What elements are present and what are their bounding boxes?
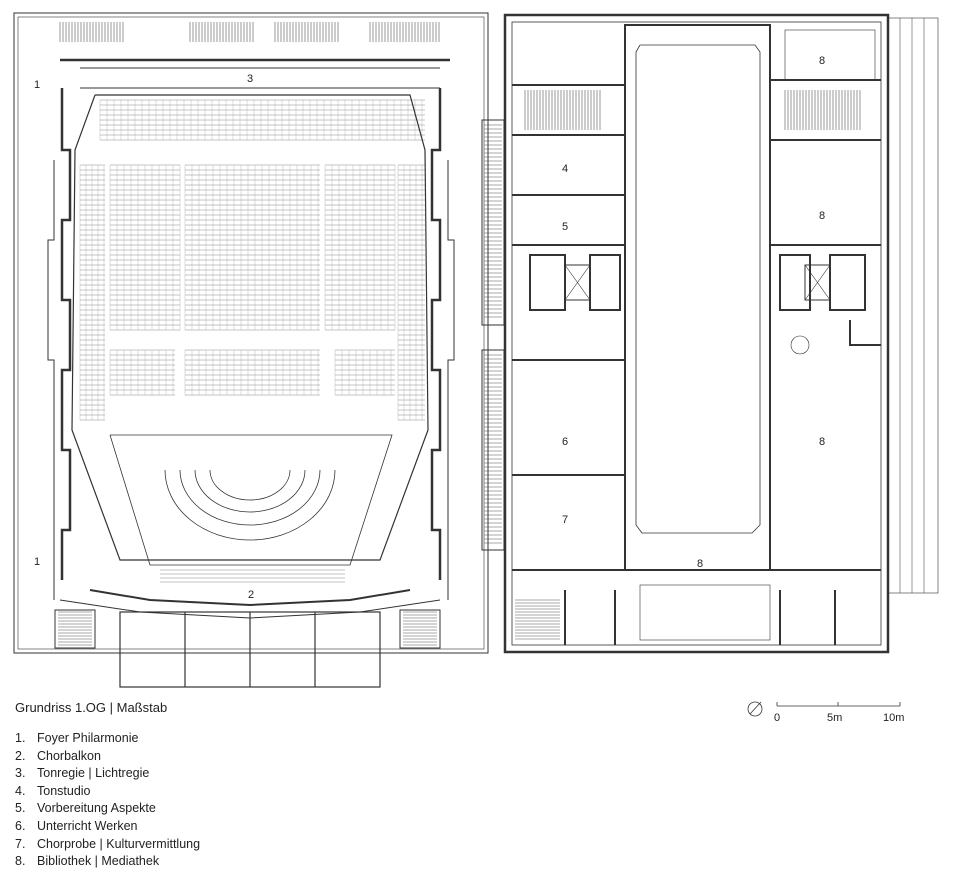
scale-tick-0: 0 xyxy=(774,712,780,724)
legend-label: Vorbereitung Aspekte xyxy=(37,801,156,816)
room-label-1b: 1 xyxy=(34,556,40,568)
legend-label: Tonstudio xyxy=(37,783,91,798)
legend-label: Foyer Philarmonie xyxy=(37,731,139,745)
room-label-8d: 8 xyxy=(697,558,703,570)
legend-item: 3. Tonregie | Lichtregie xyxy=(15,765,200,783)
legend-item: 6. Unterricht Werken xyxy=(15,818,200,836)
legend-number: 3. xyxy=(15,766,26,781)
room-label-5: 5 xyxy=(562,221,568,233)
legend-number: 2. xyxy=(15,748,26,763)
north-arrow-icon xyxy=(747,701,763,717)
legend-label: Chorprobe | Kulturvermittlung xyxy=(37,836,201,851)
legend-item: 1. Foyer Philarmonie xyxy=(15,730,200,748)
legend: 1. Foyer Philarmonie 2. Chorbalkon 3. Tonre… xyxy=(15,730,200,871)
legend-number: 1. xyxy=(15,731,26,745)
legend-number: 6. xyxy=(15,818,26,833)
legend-label: Bibliothek | Mediathek xyxy=(37,854,160,869)
legend-label: Unterricht Werken xyxy=(37,818,138,833)
legend-item: 7. Chorprobe | Kulturvermittlung xyxy=(15,836,200,854)
room-label-8c: 8 xyxy=(819,436,825,448)
legend-number: 4. xyxy=(15,783,26,798)
legend-item: 2. Chorbalkon xyxy=(15,748,200,766)
scale-tick-5m: 5m xyxy=(827,712,842,724)
legend-number: 7. xyxy=(15,836,26,851)
legend-number: 5. xyxy=(15,801,26,816)
room-label-2: 2 xyxy=(248,589,254,601)
legend-item: 4. Tonstudio xyxy=(15,783,200,801)
walls xyxy=(13,12,939,688)
room-labels: 1 1 2 3 4 5 6 7 8 8 8 8 xyxy=(34,55,825,601)
legend-item: 8. Bibliothek | Mediathek xyxy=(15,853,200,871)
legend-label: Chorbalkon xyxy=(37,748,101,763)
stair-hatching xyxy=(58,22,861,646)
room-label-3: 3 xyxy=(247,73,253,85)
room-label-8a: 8 xyxy=(819,55,825,67)
floor-plan: 1 1 2 3 4 5 6 7 8 8 8 8 xyxy=(13,12,939,688)
legend-number: 8. xyxy=(15,854,26,869)
scale-tick-10m: 10m xyxy=(883,712,904,724)
scale-line xyxy=(776,702,901,707)
room-label-8b: 8 xyxy=(819,210,825,222)
legend-item: 5. Vorbereitung Aspekte xyxy=(15,800,200,818)
scale-bar: 0 5m 10m xyxy=(747,701,904,724)
plan-caption: Grundriss 1.OG | Maßstab xyxy=(15,700,168,715)
room-label-7: 7 xyxy=(562,514,568,526)
room-label-1a: 1 xyxy=(34,79,40,91)
room-label-6: 6 xyxy=(562,436,568,448)
room-label-4: 4 xyxy=(562,163,568,175)
seating-rows xyxy=(79,99,425,583)
legend-label: Tonregie | Lichtregie xyxy=(37,766,150,781)
